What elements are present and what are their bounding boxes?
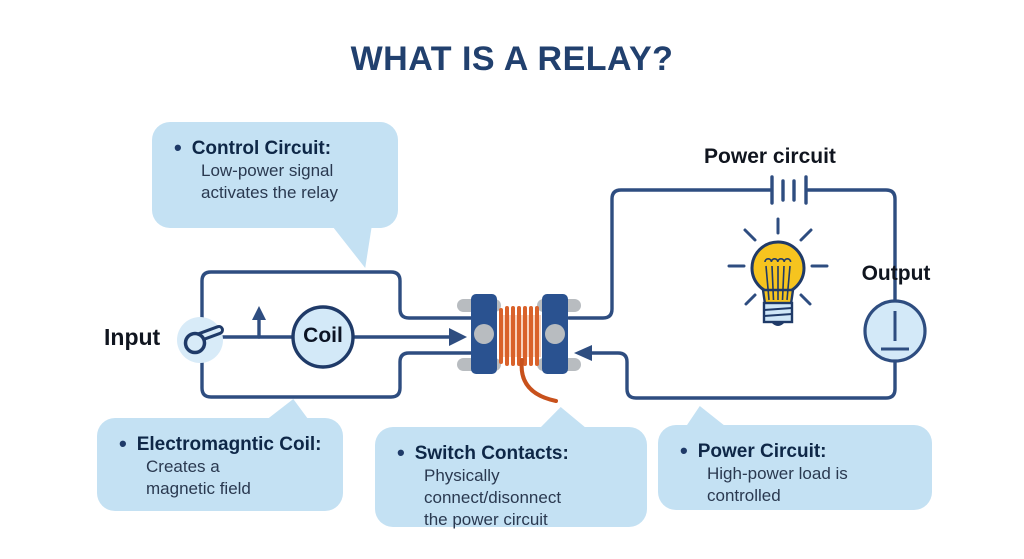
light-bulb-icon: [727, 217, 829, 326]
relay-contact-blocks-icon: [457, 294, 581, 374]
power-circuit-wires: [567, 188, 897, 400]
control-circuit-callout: • Control Circuit: Low-power signal acti…: [152, 122, 398, 228]
flow-arrow-up-icon: [252, 306, 266, 320]
callout-line: activates the relay: [201, 183, 339, 202]
power-circuit-label: Power circuit: [704, 145, 836, 168]
flow-arrow-left-icon: [574, 345, 592, 361]
coil-lead-wire: [519, 358, 558, 403]
callout-title: Switch Contacts:: [414, 443, 569, 464]
bullet-icon: •: [174, 135, 182, 160]
coil-node: [291, 305, 355, 369]
toggle-switch-icon: [177, 317, 224, 363]
output-label: Output: [861, 262, 931, 285]
bullet-icon: •: [397, 440, 405, 465]
input-label: Input: [104, 324, 161, 350]
electromagnetic-coil-icon: [474, 306, 565, 403]
power-circuit-callout: • Power Circuit: High-power load is cont…: [658, 425, 932, 510]
callout-line: Creates a: [146, 457, 220, 476]
callout-title: Power Circuit:: [697, 441, 827, 462]
battery-symbol-icon: [770, 175, 808, 205]
callout-line: the power circuit: [424, 510, 548, 529]
output-terminal-icon: [863, 299, 927, 363]
coil-label: Coil: [303, 324, 343, 347]
callout-line: High-power load is controlled: [707, 464, 848, 505]
callout-line: magnetic field: [146, 479, 251, 498]
switch-contacts-callout: • Switch Contacts: Physically connect/di…: [375, 427, 647, 529]
page-title: WHAT IS A RELAY?: [350, 40, 674, 78]
control-signal-arrows: [252, 306, 467, 346]
callout-title: Control Circuit:: [191, 138, 332, 159]
bullet-icon: •: [680, 438, 688, 463]
callout-line: Low-power signal: [201, 161, 334, 180]
electromagnetic-coil-callout: • Electromagntic Coil: Creates a magneti…: [97, 418, 343, 511]
flow-arrow-right-icon: [449, 328, 467, 346]
callout-title: Electromagntic Coil:: [136, 434, 322, 455]
callout-line: Physically connect/disonnect: [424, 466, 562, 507]
bullet-icon: •: [119, 431, 127, 456]
